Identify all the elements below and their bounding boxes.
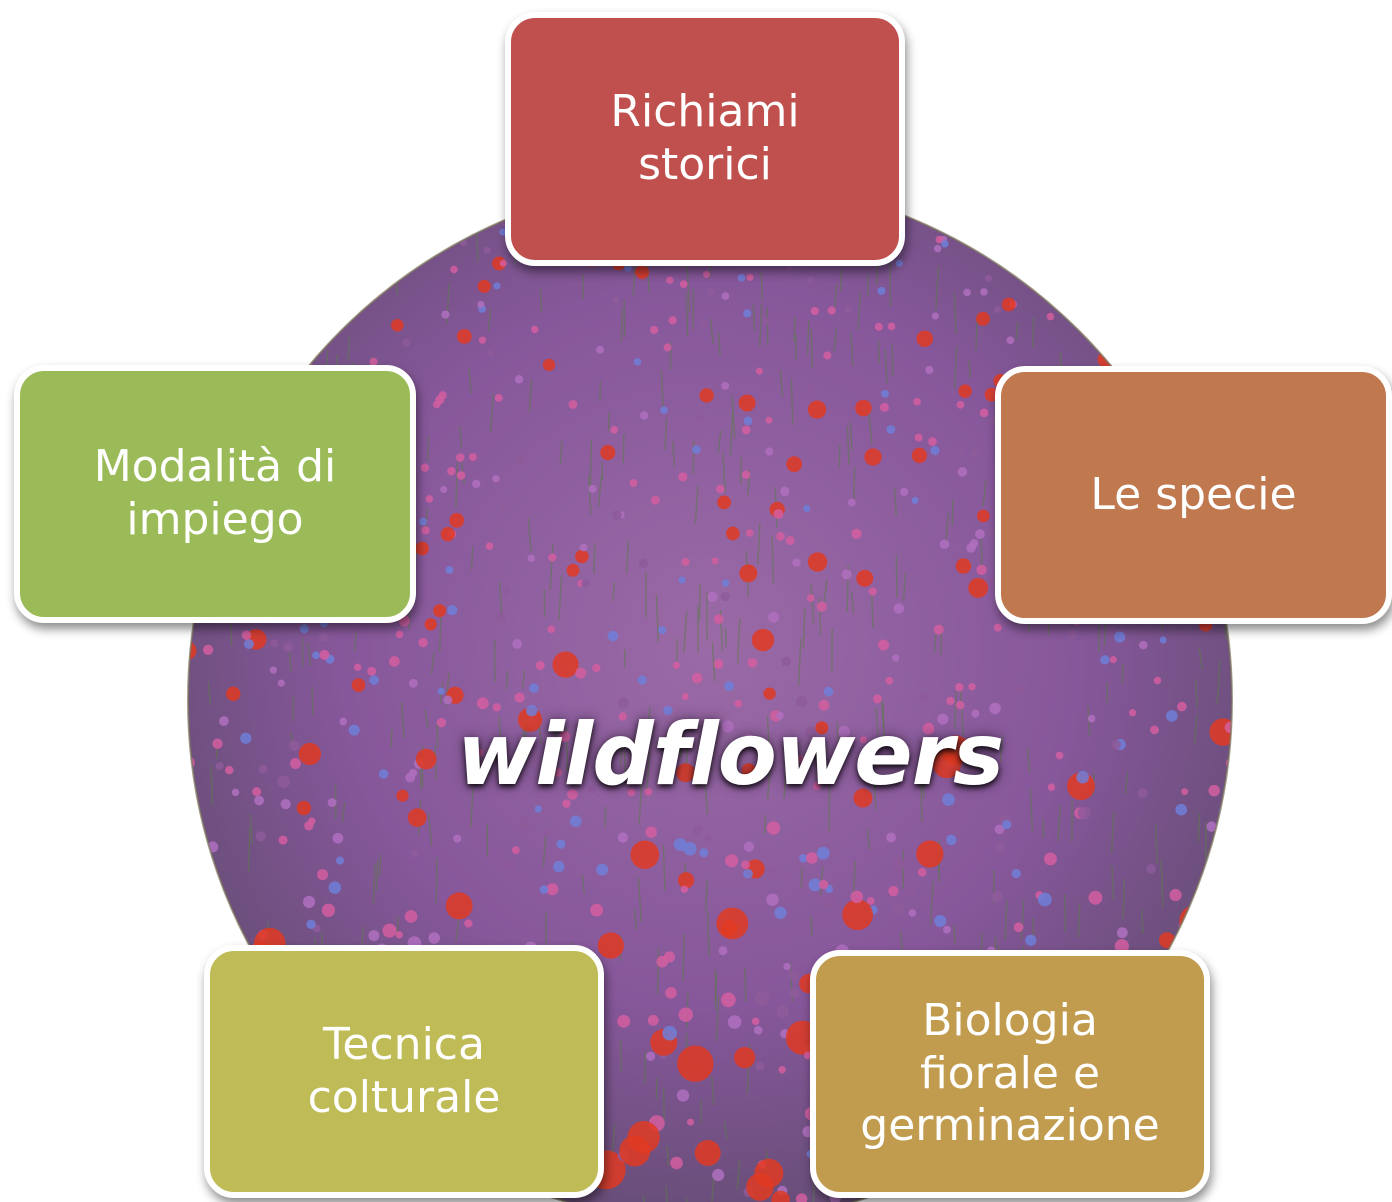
node-tecnica-colturale[interactable]: Tecnica colturale	[204, 945, 604, 1198]
center-label: wildflowers	[380, 712, 1080, 798]
node-label: Tecnica colturale	[308, 1019, 501, 1125]
node-biologia-fiorale[interactable]: Biologia fiorale e germinazione	[810, 950, 1210, 1198]
node-label: Biologia fiorale e germinazione	[860, 995, 1159, 1153]
node-label: Le specie	[1090, 469, 1296, 522]
node-label: Modalità di impiego	[94, 441, 337, 547]
node-modalita-impiego[interactable]: Modalità di impiego	[14, 365, 416, 623]
node-le-specie[interactable]: Le specie	[995, 366, 1392, 624]
node-richiami-storici[interactable]: Richiami storici	[505, 12, 905, 266]
node-label: Richiami storici	[610, 86, 799, 192]
